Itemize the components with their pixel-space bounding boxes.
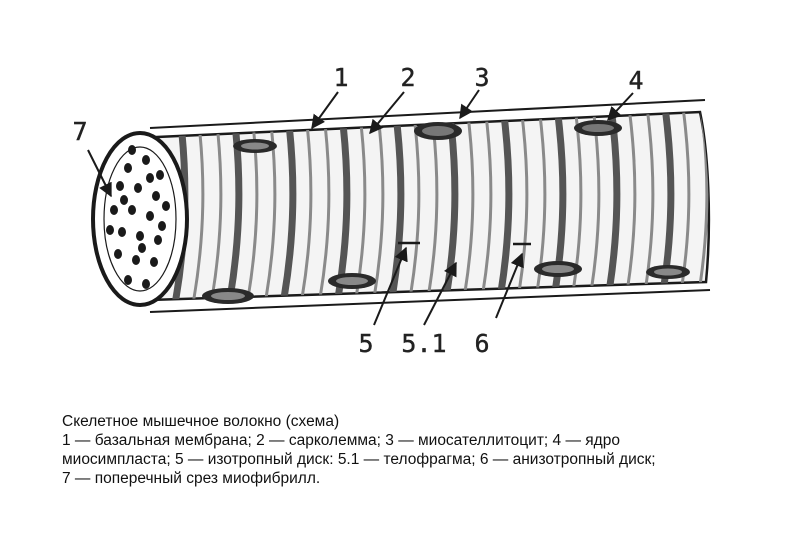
myofibril-dot	[142, 155, 150, 165]
caption-line: миосимпласта; 5 — изотропный диск: 5.1 —…	[62, 450, 782, 469]
satellite-cell	[414, 122, 462, 140]
myosymplast-nucleus	[646, 265, 690, 279]
myosymplast-nucleus	[574, 120, 622, 136]
myofibril-dot	[124, 275, 132, 285]
label-6: 6	[474, 329, 489, 358]
myofibril-dot	[132, 255, 140, 265]
label-3: 3	[474, 63, 489, 92]
myofibril-dot	[116, 181, 124, 191]
myosymplast-nucleus	[534, 261, 582, 277]
myofibril-dot	[128, 205, 136, 215]
label-5-1: 5.1	[401, 329, 446, 358]
myofibril-dot	[120, 195, 128, 205]
myofibril-dot	[138, 243, 146, 253]
myofibril-dot	[146, 211, 154, 221]
myofibril-dot	[136, 231, 144, 241]
myofibril-dot	[134, 183, 142, 193]
myofibril-dot	[152, 191, 160, 201]
myofibril-dot	[162, 201, 170, 211]
myofibril-dot	[142, 279, 150, 289]
myofibril-dot	[124, 163, 132, 173]
myofibril-dot	[118, 227, 126, 237]
caption-line: 7 — поперечный срез миофибрилл.	[62, 469, 782, 488]
myofibril-dot	[158, 221, 166, 231]
myofibril-dot	[150, 257, 158, 267]
figure-caption: Скелетное мышечное волокно (схема) 1 — б…	[62, 412, 782, 488]
myofibril-dot	[154, 235, 162, 245]
caption-line: 1 — базальная мембрана; 2 — сарколемма; …	[62, 431, 782, 450]
myosymplast-nucleus	[328, 273, 376, 289]
cross-section	[93, 133, 187, 305]
myofibril-dot	[110, 205, 118, 215]
myofibril-dot	[114, 249, 122, 259]
label-5: 5	[358, 329, 373, 358]
myofibril-dot	[156, 170, 164, 180]
myosymplast-nucleus	[233, 139, 277, 153]
label-4: 4	[628, 66, 643, 95]
label-2: 2	[400, 63, 415, 92]
myosymplast-nucleus	[202, 288, 254, 304]
label-1: 1	[333, 63, 348, 92]
muscle-fiber-diagram: 1 2 3 4 7 5 5.1 6	[0, 0, 810, 400]
myofibril-dot	[106, 225, 114, 235]
label-7: 7	[72, 117, 87, 146]
caption-title: Скелетное мышечное волокно (схема)	[62, 412, 782, 431]
myofibril-dot	[146, 173, 154, 183]
myofibril-dot	[128, 145, 136, 155]
